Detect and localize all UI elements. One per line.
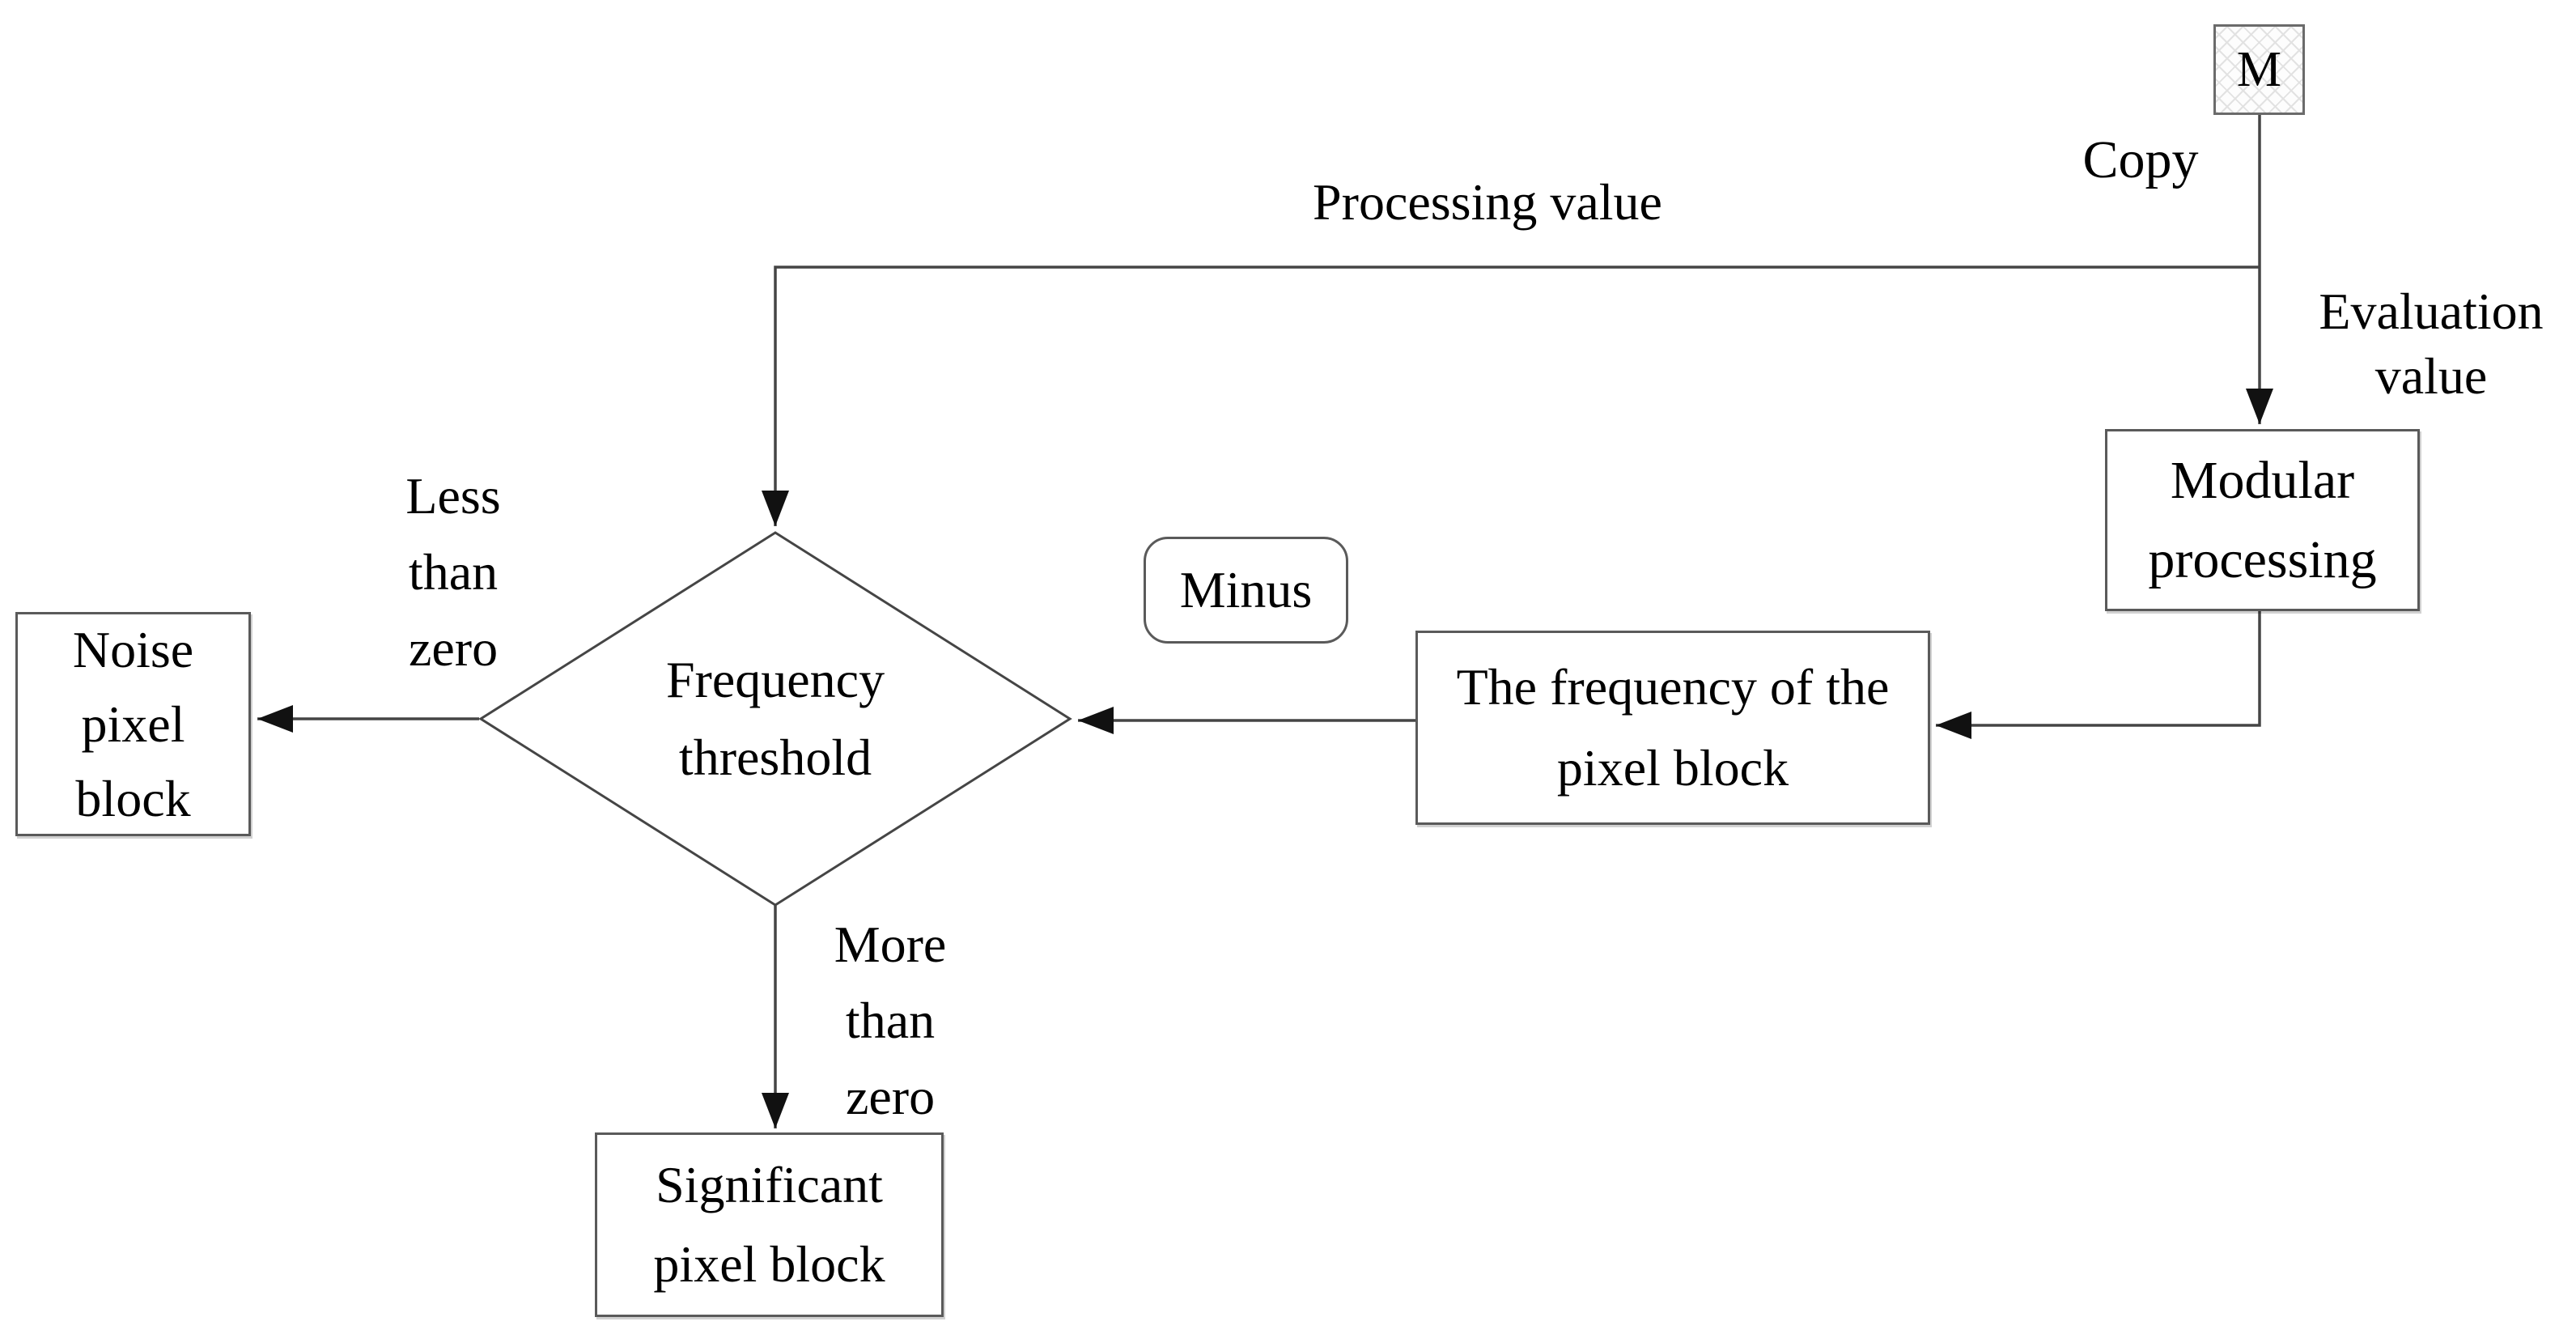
modular-processing-line: processing [2148,529,2377,589]
noise-pixel-block-line: Noise [72,620,194,678]
less-than-zero-line: than [408,543,499,601]
node-modular-processing: Modular processing [2105,429,2420,611]
minus-label: Minus [1179,561,1313,618]
noise-pixel-block-line: block [75,769,191,827]
node-minus: Minus [1144,537,1348,644]
pixel-block-frequency-line: pixel block [1556,739,1789,797]
arrow-modular-to-frequency [1936,611,2261,739]
frequency-threshold-label: Frequency threshold [575,641,976,797]
edge-label-evaluation-value: Evaluation value [2286,279,2576,409]
frequency-threshold-line: Frequency [665,651,885,708]
modular-processing-line: Modular [2170,450,2355,510]
evaluation-value-line: value [2374,347,2488,405]
pixel-block-frequency-line: The frequency of the [1456,658,1890,716]
less-than-zero-line: zero [408,619,499,677]
node-significant-pixel-block: Significant pixel block [595,1132,944,1317]
evaluation-value-line: Evaluation [2319,283,2544,340]
significant-pixel-block-line: Significant [656,1156,883,1213]
arrow-processing-value-to-decision [762,266,2260,526]
node-pixel-block-frequency: The frequency of the pixel block [1415,631,1930,825]
edge-label-less-than-zero: Less than zero [356,458,550,686]
node-m-block: M [2213,24,2305,115]
edge-label-copy: Copy [2082,130,2199,189]
more-than-zero-line: than [845,992,936,1049]
more-than-zero-line: zero [845,1068,936,1125]
frequency-threshold-line: threshold [678,729,872,786]
more-than-zero-line: More [834,916,947,973]
less-than-zero-line: Less [405,467,501,525]
significant-pixel-block-line: pixel block [653,1235,885,1293]
node-noise-pixel-block: Noise pixel block [15,612,251,836]
edge-label-more-than-zero: More than zero [793,907,987,1135]
m-block-label: M [2236,41,2282,97]
edge-label-processing-value: Processing value [1313,173,1662,231]
noise-pixel-block-line: pixel [81,695,185,753]
frequency-threshold-diamond [478,531,1072,907]
